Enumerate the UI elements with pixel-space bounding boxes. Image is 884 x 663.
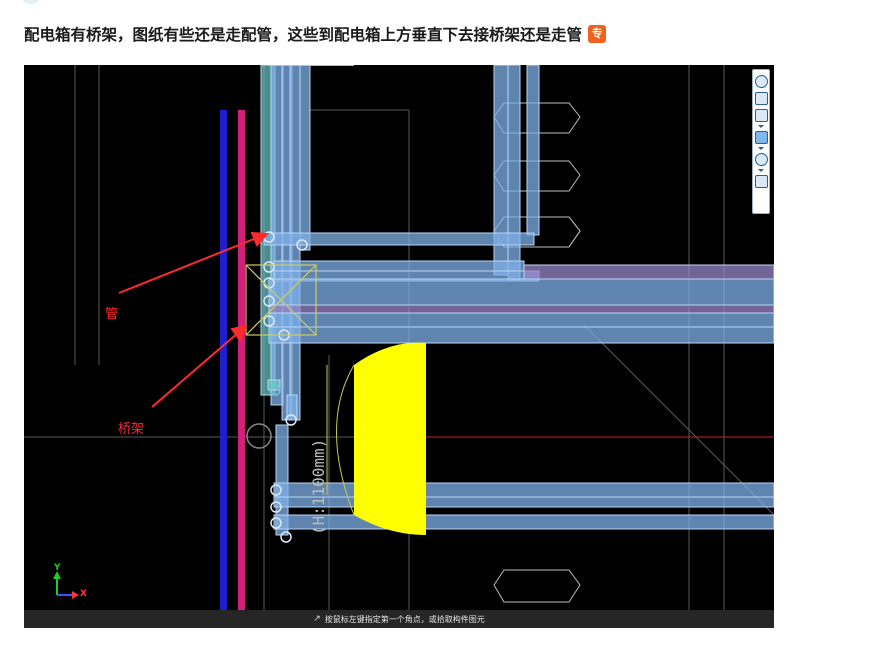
pipe-annotation: 管 [105,307,119,322]
view-toolbar [752,69,770,214]
dropdown-icon[interactable] [758,125,764,128]
orbit-icon[interactable] [754,75,768,88]
cad-drawing [24,65,774,628]
settings-icon[interactable] [754,175,768,188]
solid-cube-icon[interactable] [754,131,768,144]
axis-indicator [53,571,79,599]
x-axis-label: X [80,589,87,599]
yellow-box [354,342,426,535]
rotate-icon[interactable] [754,153,768,166]
cursor-icon: ↗ [313,614,321,624]
distribution-box-outline [245,264,317,336]
tray-annotation: 桥架 [118,422,145,437]
view-3d-icon[interactable] [754,92,768,105]
question-text: 配电箱有桥架，图纸有些还是走配管，这些到配电箱上方垂直下去接桥架还是走管 [24,26,583,44]
status-text: 按鼠标左键指定第一个角点，或拾取构件图元 [324,614,485,624]
height-dimension: (H:1100mm) [309,438,328,535]
cube-icon[interactable] [754,109,768,122]
question-title: 配电箱有桥架，图纸有些还是走配管，这些到配电箱上方垂直下去接桥架还是走管 专 [24,22,607,46]
expert-badge: 专 [588,25,607,43]
annotation-arrows [118,231,270,408]
dropdown-icon[interactable] [758,169,764,172]
horizontal-pipes [263,232,774,530]
y-axis-label: Y [54,563,61,573]
status-bar: ↗ 按鼠标左键指定第一个角点，或拾取构件图元 [24,610,774,628]
cad-viewport[interactable]: 管 桥架 (H:1100mm) Y X ↗ 按鼠标左键指定第一个角点，或拾取构件… [24,65,774,628]
avatar [22,0,40,4]
page-top-edge [0,0,884,6]
tray-blue [220,110,227,628]
tray-magenta [238,110,245,628]
dropdown-icon[interactable] [758,147,764,150]
